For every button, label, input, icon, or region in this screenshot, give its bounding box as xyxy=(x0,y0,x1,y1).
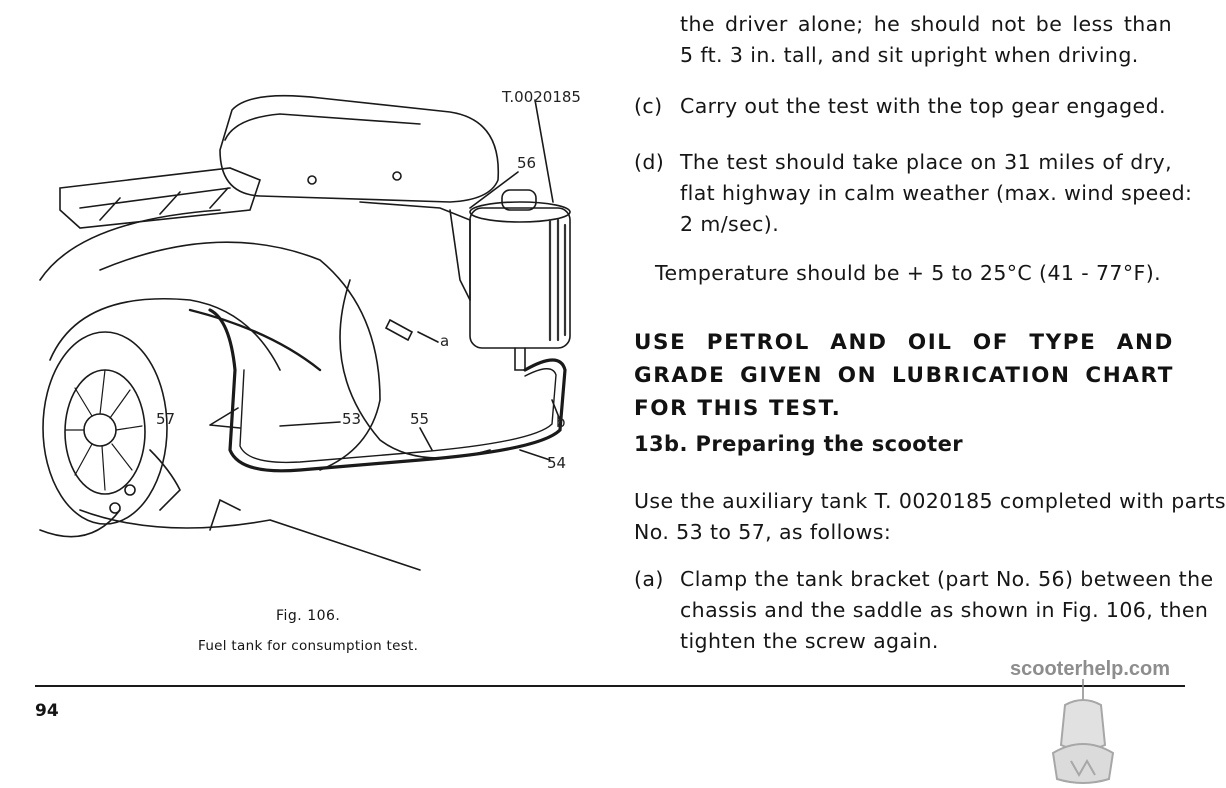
footer-rule xyxy=(35,685,1185,687)
figure-caption: Fuel tank for consumption test. xyxy=(198,638,419,654)
text-line: Clamp the tank bracket (part No. 56) bet… xyxy=(680,567,1214,591)
text-line: No. 53 to 57, as follows: xyxy=(634,520,892,544)
text-line: the driver alone; he should not be less … xyxy=(680,12,1172,36)
text-line: Temperature should be + 5 to 25°C (41 - … xyxy=(655,261,1162,285)
intro-paragraph: Use the auxiliary tank T. 0020185 comple… xyxy=(634,486,1226,548)
scooter-fuel-tank-drawing xyxy=(39,94,571,571)
text-line: 2 m/sec). xyxy=(680,212,780,236)
auxiliary-tank xyxy=(469,207,571,349)
luggage-rack xyxy=(59,167,261,229)
part-a xyxy=(384,318,414,342)
item-a-text: Clamp the tank bracket (part No. 56) bet… xyxy=(680,564,1214,657)
page-number: 94 xyxy=(35,701,59,721)
heading-line: USE PETROL AND OIL OF TYPE AND xyxy=(634,330,1174,355)
figure-106-illustration: T.0020185 56 a b 57 53 55 54 xyxy=(20,70,600,610)
tank-bracket xyxy=(359,201,471,301)
temperature-text: Temperature should be + 5 to 25°C (41 - … xyxy=(655,258,1161,289)
heading-line: GRADE GIVEN ON LUBRICATION CHART xyxy=(634,363,1174,388)
text-line: Carry out the test with the top gear eng… xyxy=(680,94,1166,118)
flywheel-cover xyxy=(42,331,168,525)
fuel-pipe xyxy=(208,308,567,473)
callout-55: 55 xyxy=(410,410,430,428)
item-a-marker: (a) xyxy=(634,567,664,591)
item-d-marker: (d) xyxy=(634,150,665,174)
heading-line: FOR THIS TEST. xyxy=(634,396,842,421)
text-line: The test should take place on 31 miles o… xyxy=(680,150,1172,174)
callout-53: 53 xyxy=(342,410,362,428)
scooter-watermark-icon xyxy=(1051,679,1115,784)
item-d-text: The test should take place on 31 miles o… xyxy=(680,147,1193,240)
figure-number: Fig. 106. xyxy=(276,608,341,624)
paragraph-driver: the driver alone; he should not be less … xyxy=(680,9,1172,71)
callout-54: 54 xyxy=(547,454,567,472)
part-number-label: T.0020185 xyxy=(502,88,581,106)
item-c-marker: (c) xyxy=(634,94,663,118)
text-line: flat highway in calm weather (max. wind … xyxy=(680,181,1193,205)
section-title: 13b. Preparing the scooter xyxy=(634,432,963,456)
text-line: chassis and the saddle as shown in Fig. … xyxy=(680,598,1209,622)
saddle-outline xyxy=(219,94,500,203)
text-line: tighten the screw again. xyxy=(680,629,939,653)
callout-a: a xyxy=(440,332,450,350)
text-line: 5 ft. 3 in. tall, and sit upright when d… xyxy=(680,43,1139,67)
watermark-text: scooterhelp.com xyxy=(1010,658,1171,680)
callout-56: 56 xyxy=(517,154,537,172)
section-warning-heading: USE PETROL AND OIL OF TYPE AND GRADE GIV… xyxy=(634,326,1174,425)
callout-b: b xyxy=(556,413,566,431)
text-line: Use the auxiliary tank T. 0020185 comple… xyxy=(634,489,1226,513)
item-c-text: Carry out the test with the top gear eng… xyxy=(680,91,1166,122)
callout-57: 57 xyxy=(156,410,176,428)
